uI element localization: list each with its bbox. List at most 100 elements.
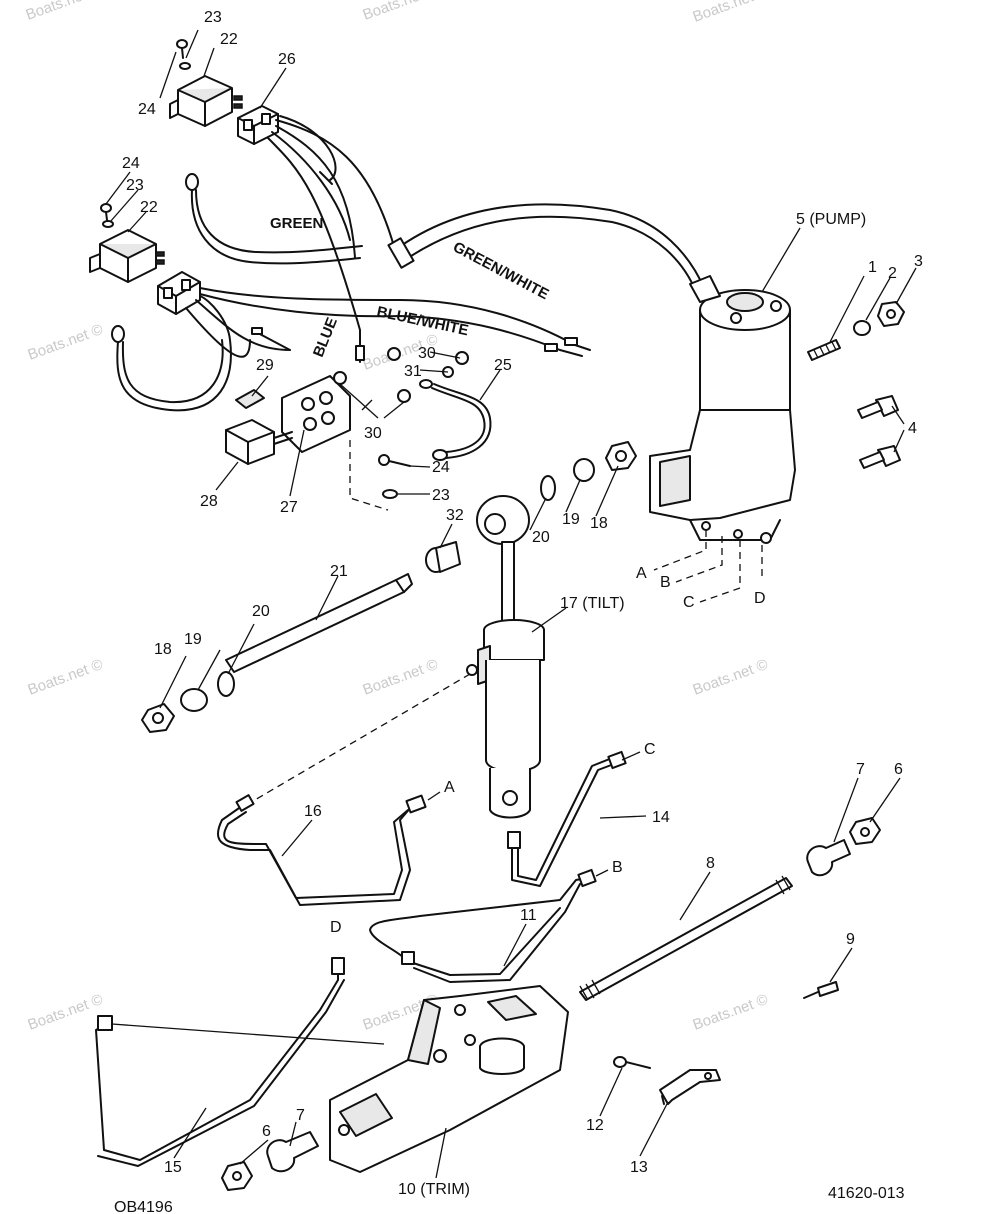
watermark: Boats.net © — [26, 991, 106, 1034]
line-label-b: B — [612, 859, 623, 876]
callout-16: 16 — [304, 803, 322, 820]
screw-12 — [613, 1056, 651, 1069]
callout-numbers: 1 2 3 4 5 (PUMP) 6 6 7 7 8 9 10 (TRIM) 1… — [122, 9, 923, 1198]
callout-29: 29 — [256, 357, 274, 374]
callout-22-upper: 22 — [220, 31, 238, 48]
callout-32: 32 — [446, 507, 464, 524]
wire-harness — [111, 115, 706, 412]
port-label-d: D — [754, 590, 766, 607]
pin-21 — [225, 573, 413, 673]
nut-18-left — [141, 703, 175, 733]
callout-6-left: 6 — [262, 1123, 271, 1140]
clip-20-left — [217, 671, 235, 697]
relay-lower — [89, 229, 165, 283]
relay-upper — [169, 75, 243, 127]
connector-lower — [157, 271, 201, 315]
watermark: Boats.net © — [26, 321, 106, 364]
wire-label-blue-white: BLUE/WHITE — [375, 303, 470, 339]
stud-1 — [807, 339, 841, 361]
callout-3: 3 — [914, 253, 923, 270]
pump-motor-5 — [649, 275, 796, 544]
washer-23 — [382, 489, 398, 499]
callout-31: 31 — [404, 363, 422, 380]
bracket-27 — [281, 375, 351, 453]
callout-7-right: 7 — [856, 761, 865, 778]
port-label-a: A — [636, 565, 647, 582]
screw-24 — [378, 454, 411, 467]
pin-8 — [579, 875, 793, 1001]
callout-23-upper: 23 — [204, 9, 222, 26]
callout-26: 26 — [278, 51, 296, 68]
cable-25 — [419, 379, 492, 461]
watermark: Boats.net © — [361, 656, 441, 699]
callout-30-upper: 30 — [418, 345, 436, 362]
callout-30-lower: 30 — [364, 425, 382, 442]
watermark: Boats.net © — [691, 991, 771, 1034]
callout-24-mid: 24 — [432, 459, 450, 476]
bolt-4-upper — [857, 395, 899, 419]
line-label-a: A — [444, 779, 455, 796]
watermark: Boats.net © — [361, 0, 441, 24]
watermark: Boats.net © — [26, 656, 106, 699]
bracket-13 — [659, 1069, 721, 1105]
callout-14: 14 — [652, 809, 670, 826]
callout-24-upper: 24 — [138, 101, 156, 118]
bushing-7-right — [806, 839, 851, 877]
callout-20-right: 20 — [532, 529, 550, 546]
clip-20-right — [540, 475, 556, 501]
callout-8: 8 — [706, 855, 715, 872]
wire-label-green-white: GREEN/WHITE — [450, 239, 551, 304]
washer-2 — [853, 320, 871, 336]
dashed-guide-27 — [349, 440, 389, 511]
nut-18-right — [605, 441, 637, 471]
washer-19-right — [573, 458, 595, 482]
callout-19-right: 19 — [562, 511, 580, 528]
callout-18-left: 18 — [154, 641, 172, 658]
wire-label-green: GREEN — [270, 215, 323, 232]
pin-9 — [803, 981, 839, 999]
callout-28: 28 — [200, 493, 218, 510]
solenoid-28 — [225, 419, 293, 465]
bushing-7-left — [266, 1131, 319, 1173]
callout-27: 27 — [280, 499, 298, 516]
port-label-b: B — [660, 574, 671, 591]
pump-port-leaders — [653, 530, 763, 603]
callout-17-tilt: 17 (TILT) — [560, 595, 625, 612]
trim-cylinder-10 — [329, 985, 569, 1173]
line-label-c: C — [644, 741, 656, 758]
callout-24-lower: 24 — [122, 155, 140, 172]
screw-upper — [176, 39, 191, 70]
callout-20-left: 20 — [252, 603, 270, 620]
bushing-32 — [425, 541, 461, 573]
callout-6-right: 6 — [894, 761, 903, 778]
callout-leaders — [105, 29, 917, 1179]
callout-2: 2 — [888, 265, 897, 282]
nut-3 — [877, 301, 905, 327]
callout-4: 4 — [908, 420, 917, 437]
hydraulic-lines — [95, 673, 641, 1167]
tilt-cylinder-17 — [466, 495, 545, 819]
callout-11: 11 — [520, 907, 537, 924]
callout-15: 15 — [164, 1159, 182, 1176]
callout-21: 21 — [330, 563, 348, 580]
connector-26 — [237, 105, 279, 145]
callout-12: 12 — [586, 1117, 604, 1134]
pad-29 — [235, 389, 265, 409]
callout-9: 9 — [846, 931, 855, 948]
callout-7-left: 7 — [296, 1107, 305, 1124]
wire-label-blue: BLUE — [310, 315, 341, 359]
screw-lower — [100, 203, 114, 228]
callout-1: 1 — [868, 259, 877, 276]
callout-10-trim: 10 (TRIM) — [398, 1181, 470, 1198]
callout-19-left: 19 — [184, 631, 202, 648]
washer-19-left — [180, 688, 208, 712]
callout-18-right: 18 — [590, 515, 608, 532]
figure-code-left: OB4196 — [114, 1199, 173, 1214]
figure-code-right: 41620-013 — [828, 1185, 905, 1202]
nut-6-right — [849, 817, 881, 845]
port-label-c: C — [683, 594, 695, 611]
watermark: Boats.net © — [691, 0, 771, 26]
nut-6-left — [221, 1161, 253, 1191]
